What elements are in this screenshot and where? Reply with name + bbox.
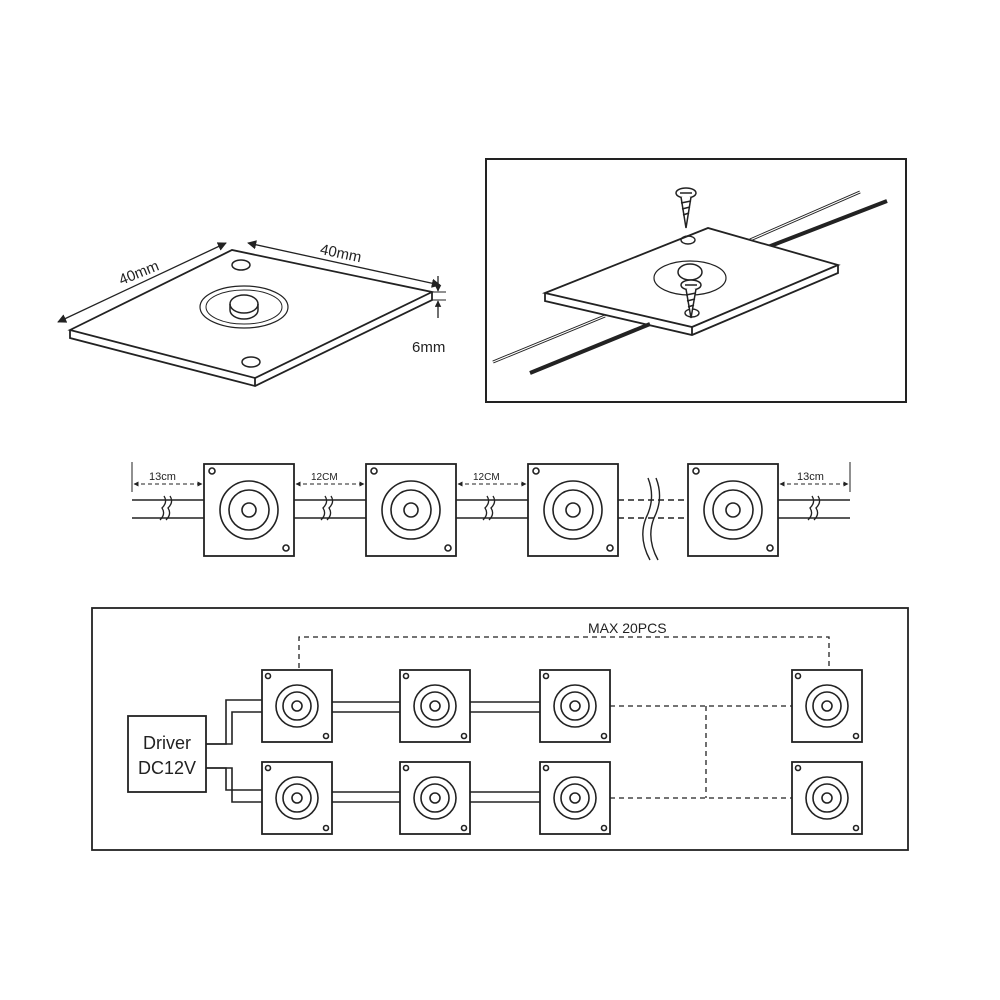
- depth-label: 40mm: [319, 241, 363, 266]
- driver-box: [127, 715, 207, 793]
- chain-diagram: [131, 462, 851, 561]
- installation-frame: [485, 158, 907, 403]
- wiring-module: [539, 669, 611, 743]
- wiring-module: [261, 761, 333, 835]
- spacing-label-right: 13cm: [797, 471, 824, 483]
- wiring-frame: [91, 607, 909, 851]
- max-count-indicator: [298, 636, 830, 668]
- screw-icon: [680, 279, 702, 319]
- width-dimension-arrow: [57, 242, 227, 323]
- wiring-panel: [91, 607, 909, 851]
- mount-hole: [680, 235, 696, 245]
- spacing-label-1: 12CM: [311, 472, 338, 483]
- mount-hole: [241, 356, 261, 368]
- thick-wire: [529, 322, 651, 375]
- wiring-module: [791, 669, 863, 743]
- chain-module-2: [365, 463, 457, 557]
- depth-dimension-arrow: [247, 240, 441, 288]
- wiring-module: [399, 669, 471, 743]
- spacing-label-left: 13cm: [149, 471, 176, 483]
- screw-icon: [675, 187, 697, 229]
- installation-panel: [485, 158, 907, 403]
- wiring-module: [399, 761, 471, 835]
- driver-label: Driver: [143, 733, 191, 753]
- wiring-module: [261, 669, 333, 743]
- thick-wire: [759, 199, 888, 252]
- driver-voltage-label: DC12V: [138, 758, 196, 778]
- dimension-module-drawing: [57, 240, 446, 387]
- chain-module-4: [687, 463, 779, 557]
- spacing-label-2: 12CM: [473, 472, 500, 483]
- chain-module-3: [527, 463, 619, 557]
- height-label: 6mm: [412, 339, 445, 356]
- chain-module-1: [203, 463, 295, 557]
- wiring-module: [539, 761, 611, 835]
- max-pcs-label: MAX 20PCS: [588, 620, 667, 636]
- wiring-module: [791, 761, 863, 835]
